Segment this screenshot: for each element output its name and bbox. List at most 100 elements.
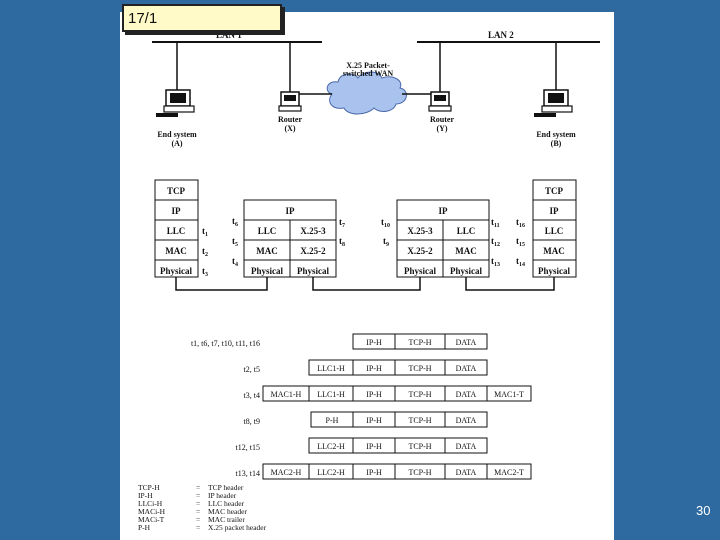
end-b-mac: MAC xyxy=(543,246,565,256)
stack-end-a xyxy=(154,179,199,278)
router-x-ip: IP xyxy=(286,206,296,216)
legend-description: LLC header xyxy=(208,499,245,508)
end-a-tcp: TCP xyxy=(167,186,186,196)
frame-cell-label: LLC1-H xyxy=(317,390,345,399)
legend-description: MAC trailer xyxy=(208,515,245,524)
figure-paper: LAN 1 LAN 2 X.25 Packet- switched WAN En… xyxy=(120,12,614,540)
end-b-label-2: (B) xyxy=(551,139,562,148)
frame-cell-label: MAC1-H xyxy=(271,390,302,399)
frame-cell-label: TCP-H xyxy=(408,390,431,399)
time-label-t3: t3 xyxy=(202,266,208,278)
frame-cell-label: IP-H xyxy=(366,416,382,425)
router-x-x25-3: X.25-3 xyxy=(300,226,326,236)
slide-tag: 17/1 xyxy=(122,4,282,32)
end-system-a-icon xyxy=(155,89,195,118)
end-b-tcp: TCP xyxy=(545,186,564,196)
frame-row-label: t8, t9 xyxy=(244,417,260,426)
end-b-physical: Physical xyxy=(538,266,571,276)
frame-cell-label: IP-H xyxy=(366,468,382,477)
router-y-icon xyxy=(428,91,452,112)
frame-cell-label: LLC2-H xyxy=(317,468,345,477)
router-y-x25-2: X.25-2 xyxy=(407,246,433,256)
router-x-mac: MAC xyxy=(256,246,278,256)
end-system-b-icon xyxy=(533,89,573,118)
frame-cell-label: LLC1-H xyxy=(317,364,345,373)
time-label-t8: t8 xyxy=(339,236,345,248)
frame-cell xyxy=(486,385,532,402)
router-y-label-2: (Y) xyxy=(436,124,447,133)
router-x-x25-2: X.25-2 xyxy=(300,246,326,256)
router-x-physical-right: Physical xyxy=(297,266,330,276)
frame-cell-label: TCP-H xyxy=(408,442,431,451)
frame-cell-label: MAC2-H xyxy=(271,468,302,477)
legend-description: IP header xyxy=(208,491,237,500)
frame-cell-label: DATA xyxy=(456,468,477,477)
frame-row-label: t3, t4 xyxy=(244,391,260,400)
time-label-t1: t1 xyxy=(202,226,208,238)
end-b-label-1: End system xyxy=(536,130,576,139)
legend-abbr: P-H xyxy=(138,523,151,532)
frame-row-label: t12, t15 xyxy=(236,443,260,452)
time-label-t9: t9 xyxy=(383,236,389,248)
frame-cell-label: TCP-H xyxy=(408,364,431,373)
stack-router-x xyxy=(243,199,337,278)
legend-equals: = xyxy=(196,515,200,524)
router-x-physical-left: Physical xyxy=(251,266,284,276)
time-label-t7: t7 xyxy=(339,217,345,229)
frame-row-label: t2, t5 xyxy=(244,365,260,374)
frame-cell-label: DATA xyxy=(456,364,477,373)
lan1-label: LAN 1 xyxy=(216,30,242,40)
legend-equals: = xyxy=(196,523,200,532)
frame-cell-label: IP-H xyxy=(366,390,382,399)
time-label-t15: t15 xyxy=(516,236,525,248)
legend-abbr: TCP-H xyxy=(138,483,160,492)
wan-label-2: switched WAN xyxy=(343,69,394,78)
protocol-diagram: LAN 1 LAN 2 X.25 Packet- switched WAN En… xyxy=(138,30,600,532)
wan-cloud xyxy=(326,71,407,115)
frame-row-label: t13, t14 xyxy=(236,469,260,478)
stack-router-y xyxy=(396,199,490,278)
time-label-t10: t10 xyxy=(381,217,390,229)
physical-links xyxy=(175,277,555,291)
wan-label-1: X.25 Packet- xyxy=(346,61,390,70)
frame-cell-label: DATA xyxy=(456,442,477,451)
time-labels: t1 t2 t3 t6 t5 t4 t7 t8 t10 t9 t11 t12 t… xyxy=(202,216,525,278)
legend-equals: = xyxy=(196,507,200,516)
legend-equals: = xyxy=(196,491,200,500)
legend-description: MAC header xyxy=(208,507,247,516)
frame-cell-label: IP-H xyxy=(366,442,382,451)
legend-description: TCP header xyxy=(208,483,244,492)
router-y-llc: LLC xyxy=(457,226,476,236)
end-a-mac: MAC xyxy=(165,246,187,256)
legend-description: X.25 packet header xyxy=(208,523,267,532)
end-a-label-2: (A) xyxy=(171,139,182,148)
frame-cell-label: TCP-H xyxy=(408,468,431,477)
router-y-label-1: Router xyxy=(430,115,454,124)
router-y-mac: MAC xyxy=(455,246,477,256)
time-label-t14: t14 xyxy=(516,256,525,268)
frame-cell xyxy=(444,359,488,376)
time-label-t12: t12 xyxy=(491,236,500,248)
time-label-t13: t13 xyxy=(491,256,500,268)
router-x-label-2: (X) xyxy=(284,124,295,133)
router-y-x25-3: X.25-3 xyxy=(407,226,433,236)
time-label-t6: t6 xyxy=(232,216,238,228)
end-a-label-1: End system xyxy=(157,130,197,139)
router-x-label-1: Router xyxy=(278,115,302,124)
router-x-icon xyxy=(278,91,302,112)
frame-cell-label: P-H xyxy=(326,416,339,425)
time-label-t4: t4 xyxy=(232,256,238,268)
legend-equals: = xyxy=(196,499,200,508)
router-y-ip: IP xyxy=(439,206,449,216)
page-number: 30 xyxy=(696,503,711,518)
router-y-physical-right: Physical xyxy=(450,266,483,276)
frame-cell-label: MAC2-T xyxy=(494,468,524,477)
legend-abbr: LLCi-H xyxy=(138,499,163,508)
frame-cell-label: IP-H xyxy=(366,338,382,347)
frame-cell xyxy=(444,437,488,454)
router-x-llc: LLC xyxy=(258,226,277,236)
lan2-label: LAN 2 xyxy=(488,30,514,40)
frame-cell-label: TCP-H xyxy=(408,416,431,425)
end-a-physical: Physical xyxy=(160,266,193,276)
